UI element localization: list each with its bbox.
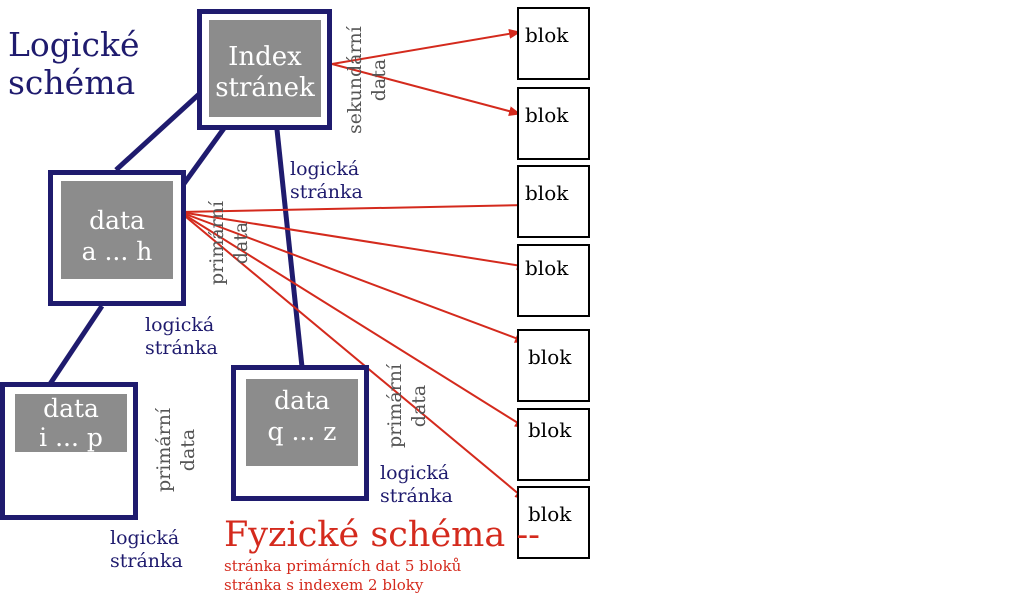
secondary-line1: sekundární (344, 26, 366, 134)
tree-line-index-to-ah-inner (180, 118, 233, 187)
physical-block-4: blok (517, 244, 590, 317)
index-line1: Index (228, 42, 302, 72)
logical-page-label-ip-line2: stránka (110, 550, 183, 572)
logical-page-label-line1: logická (290, 158, 360, 180)
logical-page-label-index: logická stránka (290, 158, 363, 204)
secondary-data-label: sekundární data (343, 26, 391, 134)
logical-title-line2: schéma (8, 63, 136, 102)
block-label: blok (528, 418, 572, 442)
arrow-data-to-block-7 (179, 211, 527, 501)
logical-page-label-ah: logická stránka (145, 314, 218, 360)
primary-qz-line1: primární (384, 363, 406, 448)
data-qz-content: data q ... z (246, 379, 358, 466)
arrow-index-to-block-2 (331, 63, 521, 117)
index-line2: stránek (215, 73, 315, 103)
physical-schema-note: stránka primárních dat 5 bloků stránka s… (224, 557, 461, 595)
data-ip-page-box: data i ... p (0, 382, 138, 520)
logical-page-label-ip-line1: logická (110, 527, 180, 549)
physical-block-3: blok (517, 165, 590, 238)
data-qz-page-box: data q ... z (231, 365, 369, 501)
physical-block-5: blok (517, 329, 590, 402)
primary-data-label-ah: primární data (205, 201, 253, 285)
logical-title-line1: Logické (8, 25, 140, 64)
primary-data-label-ip: primární data (152, 408, 200, 492)
data-ip-line1: data (43, 394, 99, 423)
block-label: blok (525, 23, 569, 47)
logical-page-label-qz-line2: stránka (380, 485, 453, 507)
arrow-data-to-block-3 (179, 200, 529, 213)
physical-block-2: blok (517, 87, 590, 160)
physical-note-line2: stránka s indexem 2 bloky (224, 576, 424, 594)
arrow-data-to-block-4 (179, 211, 529, 271)
block-label: blok (525, 103, 569, 127)
block-label: blok (528, 345, 572, 369)
data-ah-line1: data (89, 206, 145, 235)
physical-schema-title: Fyzické schéma -- (224, 515, 540, 555)
data-ip-line2: i ... p (39, 423, 103, 452)
tree-line-ah-to-ip (47, 304, 105, 386)
block-label: blok (528, 502, 572, 526)
logical-page-label-ah-line1: logická (145, 314, 215, 336)
logical-page-label-ip: logická stránka (110, 527, 183, 573)
arrow-data-to-block-6 (179, 211, 527, 429)
physical-block-7: blok (517, 486, 590, 559)
secondary-line2: data (368, 58, 390, 102)
primary-ip-line1: primární (153, 407, 175, 492)
logical-page-label-qz: logická stránka (380, 462, 453, 508)
arrow-data-to-block-5 (179, 211, 527, 343)
block-label: blok (525, 256, 569, 280)
primary-ah-line1: primární (206, 200, 228, 285)
index-content: Index stránek (209, 20, 321, 117)
logical-page-label-ah-line2: stránka (145, 337, 218, 359)
physical-note-line1: stránka primárních dat 5 bloků (224, 557, 462, 575)
primary-qz-line2: data (408, 384, 430, 428)
primary-ip-line2: data (177, 428, 199, 472)
arrow-index-to-block-1 (331, 28, 521, 65)
primary-data-label-qz: primární data (383, 364, 431, 448)
data-ah-content: data a ... h (61, 181, 173, 279)
tree-line-index-to-qz (273, 119, 305, 368)
data-ah-line2: a ... h (81, 237, 153, 266)
tree-line-index-to-ah-outer (114, 84, 210, 172)
data-ip-content: data i ... p (15, 394, 127, 452)
primary-ah-line2: data (230, 221, 252, 265)
data-qz-line1: data (274, 386, 330, 415)
physical-block-6: blok (517, 408, 590, 481)
index-page-box: Index stránek (197, 9, 332, 130)
logical-schema-title: Logické schéma (8, 26, 139, 102)
physical-block-1: blok (517, 7, 590, 80)
block-label: blok (525, 181, 569, 205)
logical-page-label-qz-line1: logická (380, 462, 450, 484)
data-qz-line2: q ... z (267, 417, 337, 446)
data-ah-page-box: data a ... h (48, 170, 186, 306)
logical-page-label-line2: stránka (290, 181, 363, 203)
